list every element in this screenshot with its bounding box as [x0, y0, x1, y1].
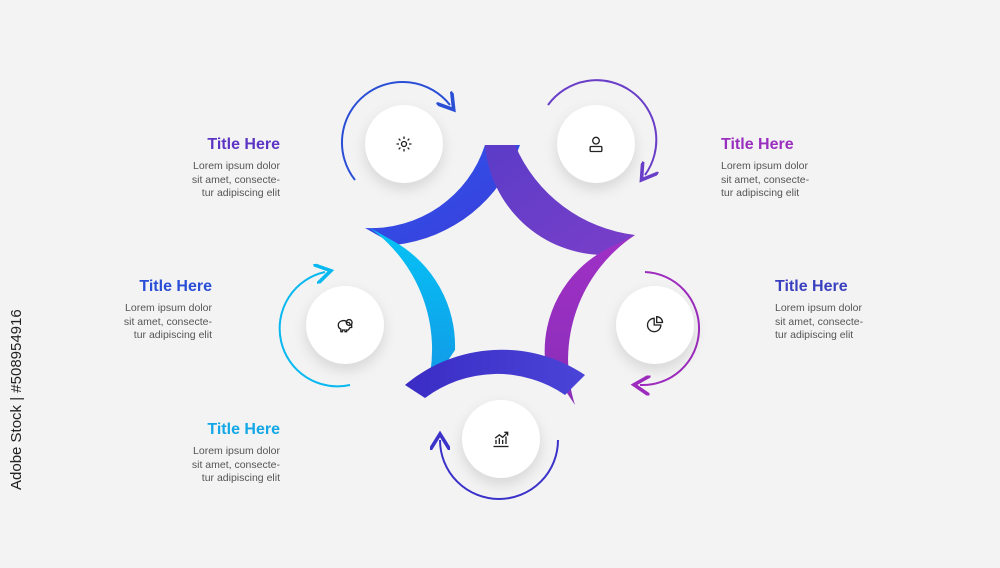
- item-body: Lorem ipsum dolor sit amet, consecte- tu…: [80, 160, 280, 201]
- item-body-line: Lorem ipsum dolor: [193, 445, 280, 457]
- arrow-arc-top-right: [547, 79, 656, 175]
- piggy-bank-icon: [337, 318, 353, 333]
- arrow-arc-bottom: [440, 440, 559, 500]
- chart-growth-icon: [493, 431, 509, 448]
- item-top-left: Title Here Lorem ipsum dolor sit amet, c…: [80, 136, 280, 201]
- item-body-line: sit amet, consecte-: [191, 458, 280, 471]
- ribbon-right: [544, 235, 635, 405]
- item-title: Title Here: [139, 278, 212, 295]
- item-body-line: sit amet, consecte-: [191, 173, 280, 186]
- arrow-arc-right: [640, 271, 701, 385]
- node-piggy: [306, 286, 384, 364]
- ribbon-top-left: [365, 145, 520, 245]
- ribbon-left: [370, 228, 456, 395]
- arrow-arc-left: [278, 272, 351, 388]
- item-left: Title Here Lorem ipsum dolor sit amet, c…: [12, 278, 212, 343]
- item-body-line: tur adipiscing elit: [201, 472, 280, 484]
- node-gear: [365, 105, 443, 183]
- item-title: Title Here: [721, 136, 794, 153]
- item-right: Title Here Lorem ipsum dolor sit amet, c…: [775, 278, 975, 343]
- item-body-line: sit amet, consecte-: [775, 315, 864, 328]
- node-growth: [462, 400, 540, 478]
- gear-icon: [396, 136, 412, 152]
- item-body-line: sit amet, consecte-: [721, 173, 810, 186]
- item-bottom-left: Title Here Lorem ipsum dolor sit amet, c…: [80, 421, 280, 486]
- item-title: Title Here: [775, 278, 848, 295]
- item-body: Lorem ipsum dolor sit amet, consecte- tu…: [721, 160, 921, 201]
- item-body: Lorem ipsum dolor sit amet, consecte- tu…: [80, 445, 280, 486]
- node-pie: [616, 286, 694, 364]
- item-top-right: Title Here Lorem ipsum dolor sit amet, c…: [721, 136, 921, 201]
- item-body-line: Lorem ipsum dolor: [721, 160, 808, 172]
- item-body: Lorem ipsum dolor sit amet, consecte- tu…: [775, 302, 975, 343]
- item-body-line: Lorem ipsum dolor: [125, 302, 212, 314]
- item-title: Title Here: [207, 421, 280, 438]
- pie-chart-icon: [646, 315, 664, 333]
- ribbon-bottom: [405, 349, 585, 398]
- item-body-line: Lorem ipsum dolor: [193, 160, 280, 172]
- item-body-line: tur adipiscing elit: [721, 187, 800, 199]
- user-icon: [589, 136, 603, 153]
- item-body-line: tur adipiscing elit: [775, 329, 854, 341]
- item-body-line: tur adipiscing elit: [133, 329, 212, 341]
- item-body-line: sit amet, consecte-: [123, 315, 212, 328]
- item-body: Lorem ipsum dolor sit amet, consecte- tu…: [12, 302, 212, 343]
- item-body-line: Lorem ipsum dolor: [775, 302, 862, 314]
- node-user: [557, 105, 635, 183]
- stock-watermark: Adobe Stock | #508954916: [8, 309, 25, 490]
- item-body-line: tur adipiscing elit: [201, 187, 280, 199]
- ribbon-top-right: [485, 145, 635, 256]
- arrow-arc-top-left: [341, 81, 450, 181]
- item-title: Title Here: [207, 136, 280, 153]
